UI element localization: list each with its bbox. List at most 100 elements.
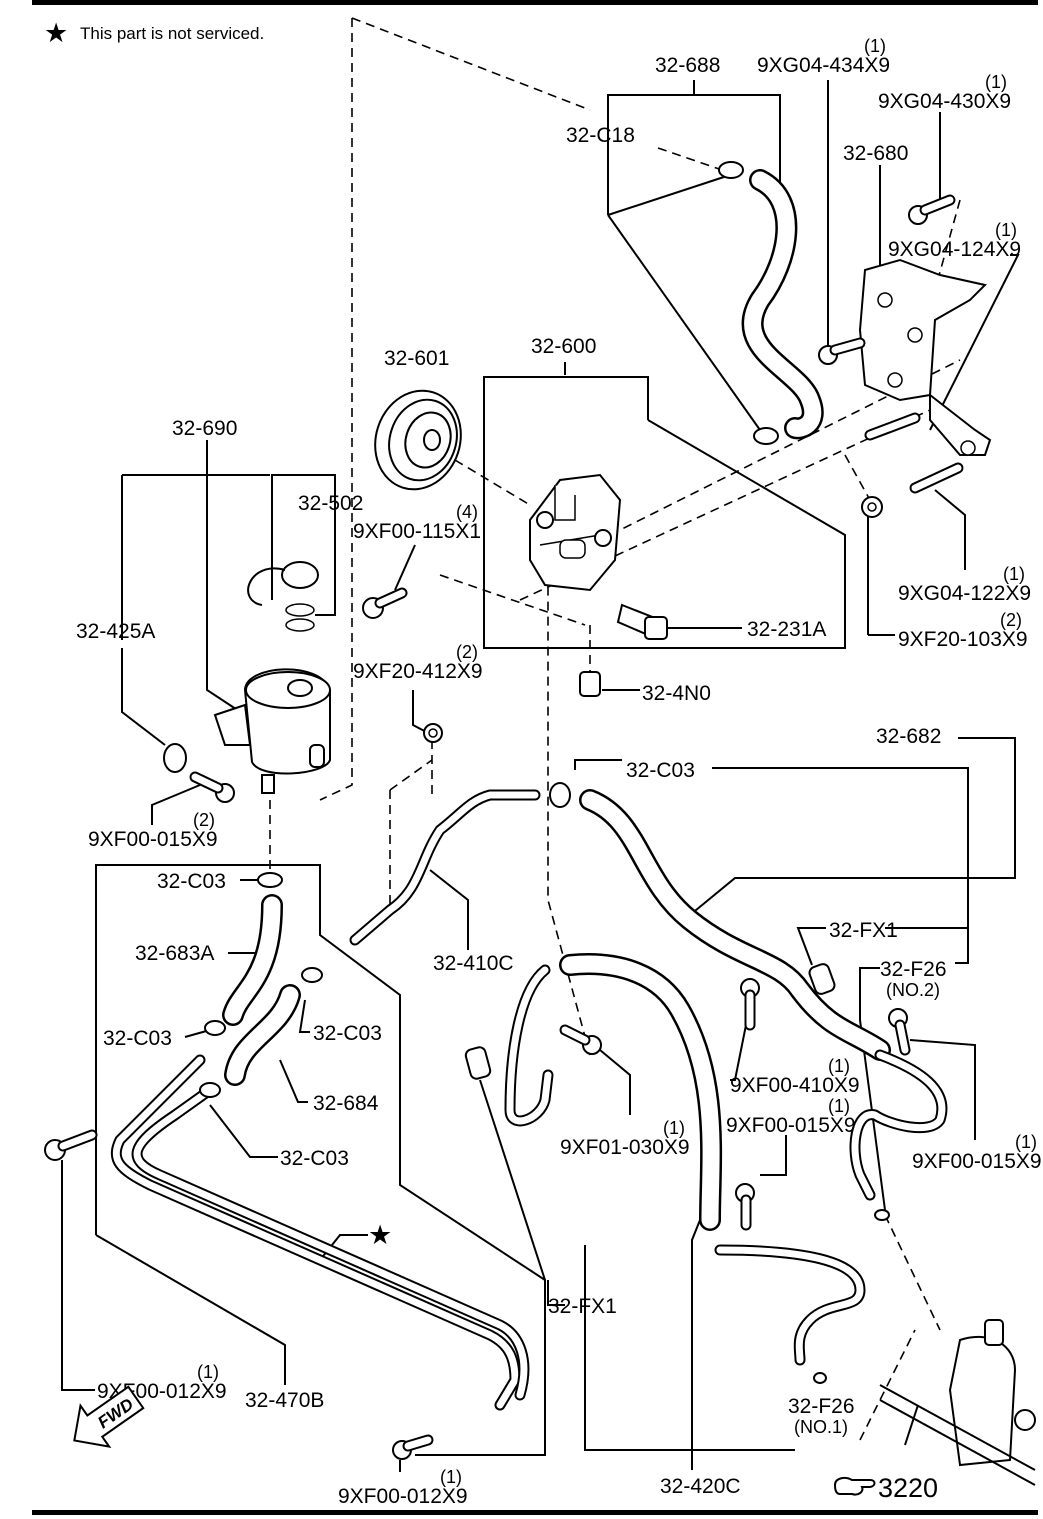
- callout-32-502: 32-502: [298, 492, 363, 515]
- fitting-icon: [464, 1046, 492, 1080]
- page-borders: [32, 0, 1038, 1515]
- pressure-switch-32-231A: [616, 603, 668, 640]
- callout-9XG04-430X9: 9XG04-430X9: [878, 90, 1011, 113]
- nut-icon: [861, 496, 883, 518]
- star-icon: ★: [44, 18, 68, 48]
- callout-9XG04-434X9: 9XG04-434X9: [757, 54, 890, 77]
- star-icon: ★: [368, 1220, 392, 1250]
- callout-qty-9XG04-430X9: (1): [985, 72, 1007, 92]
- callout-32-420C: 32-420C: [660, 1475, 741, 1498]
- hose-clamps: [199, 161, 890, 1384]
- callout-9XF01-030X9: 9XF01-030X9: [560, 1136, 690, 1159]
- callout-qty-9XF20-412X9: (2): [456, 642, 478, 662]
- callout-32-680: 32-680: [843, 142, 908, 165]
- clamp-icon: [753, 427, 779, 445]
- bolt-icon: [559, 1024, 602, 1055]
- callout-qty-9XF00-012X9-a: (1): [197, 1362, 219, 1382]
- callout-32-690: 32-690: [172, 417, 237, 440]
- callout-32-C03-b: 32-C03: [157, 870, 226, 893]
- steering-gear: [879, 1319, 1036, 1486]
- callout-qty-9XF01-030X9: (1): [663, 1118, 685, 1138]
- nut-icon: [423, 723, 443, 743]
- callout-qty-9XF00-015X9-a: (2): [193, 810, 215, 830]
- callout-32-683A: 32-683A: [135, 942, 214, 965]
- o-ring-icon: [874, 1209, 890, 1221]
- note-text: This part is not serviced.: [80, 24, 264, 43]
- callout-qty-9XF00-015X9-b: (1): [828, 1096, 850, 1116]
- callout-9XF00-410X9: 9XF00-410X9: [730, 1074, 860, 1097]
- callout-32-C03-e: 32-C03: [280, 1147, 349, 1170]
- callout-32-FX1-a: 32-FX1: [829, 919, 898, 942]
- reservoir-cap-32-502: [247, 561, 319, 632]
- callout-32-600: 32-600: [531, 335, 596, 358]
- callout-32-C18: 32-C18: [566, 124, 635, 147]
- o-ring-icon: [813, 1372, 827, 1384]
- callout-sub-32-F26-no2: (NO.2): [886, 980, 940, 1000]
- callout-32-682: 32-682: [876, 725, 941, 748]
- callout-9XG04-122X9: 9XG04-122X9: [898, 582, 1031, 605]
- callout-9XG04-124X9: 9XG04-124X9: [888, 238, 1021, 261]
- callout-32-425A: 32-425A: [76, 620, 155, 643]
- bolt-icon: [189, 771, 235, 803]
- callout-32-F26-no2: 32-F26: [880, 958, 947, 981]
- callout-qty-9XG04-122X9: (1): [1003, 564, 1025, 584]
- callout-32-470B: 32-470B: [245, 1389, 324, 1412]
- callout-qty-9XG04-124X9: (1): [995, 220, 1017, 240]
- reference-3220: 3220: [833, 1473, 938, 1503]
- bolt-icon: [735, 1183, 755, 1231]
- callout-qty-9XF00-015X9-c: (1): [1015, 1132, 1037, 1152]
- callout-qty-9XG04-434X9: (1): [864, 36, 886, 56]
- callout-qty-9XF00-115X1: (4): [456, 502, 478, 522]
- clamp-icon: [204, 1020, 226, 1036]
- callout-9XF00-115X1: 9XF00-115X1: [353, 520, 481, 543]
- callout-32-231A: 32-231A: [747, 618, 826, 641]
- callout-32-C03-a: 32-C03: [626, 759, 695, 782]
- callout-9XF00-015X9-b: 9XF00-015X9: [726, 1114, 856, 1137]
- callout-32-688: 32-688: [655, 54, 720, 77]
- bolts: [44, 194, 964, 1460]
- clamp-icon: [301, 967, 323, 983]
- clamp-icon: [718, 161, 744, 179]
- callout-9XF00-015X9-c: 9XF00-015X9: [912, 1150, 1042, 1173]
- callout-32-C03-d: 32-C03: [313, 1022, 382, 1045]
- fwd-indicator: FWD: [73, 1385, 145, 1449]
- hoses-and-pipes: [110, 169, 948, 1411]
- bolt-icon: [362, 587, 408, 619]
- parts: [44, 161, 1036, 1486]
- pointing-hand-icon: [833, 1476, 876, 1496]
- callout-qty-9XF00-410X9: (1): [828, 1056, 850, 1076]
- clamp-icon: [257, 872, 283, 888]
- callout-32-684: 32-684: [313, 1092, 379, 1115]
- callout-sub-32-F26-no1: (NO.1): [794, 1417, 848, 1437]
- stud-icon: [909, 462, 964, 494]
- reservoir-32-690: [163, 668, 331, 794]
- fitting-icon: [808, 963, 836, 995]
- callout-32-FX1-b: 32-FX1: [548, 1295, 617, 1318]
- callout-qty-9XF20-103X9: (2): [1000, 610, 1022, 630]
- callout-32-C03-c: 32-C03: [103, 1027, 172, 1050]
- bolt-icon: [908, 194, 956, 225]
- bracket-32-680: [858, 258, 992, 456]
- callout-32-F26-no1: 32-F26: [788, 1395, 855, 1418]
- bolt-icon: [888, 1008, 911, 1056]
- leader-lines: [61, 80, 1020, 1472]
- callout-32-410C: 32-410C: [433, 952, 514, 975]
- callout-9XF00-015X9-a: 9XF00-015X9: [88, 828, 218, 851]
- callout-32-601: 32-601: [384, 347, 449, 370]
- bolt-icon: [392, 1434, 434, 1460]
- callout-9XF00-012X9-b: 9XF00-012X9: [338, 1485, 468, 1508]
- ref-3220-label: 3220: [878, 1473, 938, 1503]
- stud-icon: [864, 412, 921, 441]
- callout-qty-9XF00-012X9-b: (1): [440, 1467, 462, 1487]
- oil-pump-32-600: [529, 473, 622, 592]
- pulley-32-601: [374, 389, 462, 491]
- callout-9XF20-412X9: 9XF20-412X9: [353, 660, 483, 683]
- clamp-icon: [199, 1082, 221, 1098]
- clamp-icon: [549, 782, 571, 808]
- bolt-icon: [740, 978, 760, 1031]
- callout-32-4N0: 32-4N0: [642, 682, 711, 705]
- fitting-icon: [579, 671, 601, 697]
- bolt-icon: [44, 1129, 98, 1161]
- not-serviced-note: ★ This part is not serviced.: [44, 18, 264, 48]
